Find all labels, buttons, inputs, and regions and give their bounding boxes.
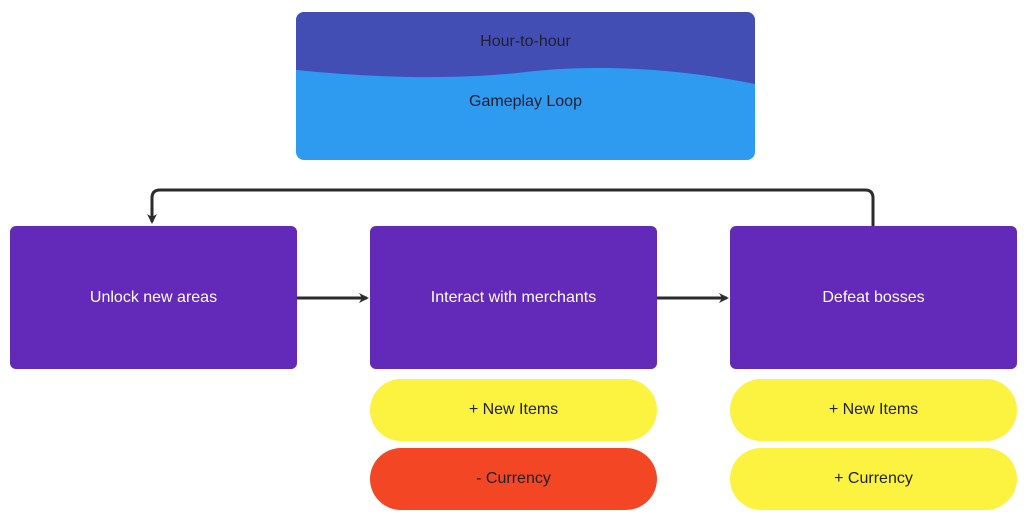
outcome-label: + Currency xyxy=(834,470,913,487)
step-label: Interact with merchants xyxy=(430,288,597,306)
title-wave-background xyxy=(296,12,755,84)
outcome-label: + New Items xyxy=(468,401,559,418)
merchants-outcome-currency: - Currency xyxy=(370,448,657,510)
title-line-1: Hour-to-hour xyxy=(480,33,571,50)
merchants-outcome-new-items: + New Items xyxy=(370,379,657,441)
title-line-2: Gameplay Loop xyxy=(469,93,582,110)
loop-title-card: Hour-to-hour Gameplay Loop xyxy=(296,12,755,160)
arrow-bosses-loop-back xyxy=(147,188,875,226)
step-defeat-bosses: Defeat bosses xyxy=(730,226,1017,369)
step-interact-with-merchants: Interact with merchants xyxy=(370,226,657,369)
outcome-label: - Currency xyxy=(476,470,551,487)
bosses-outcome-currency: + Currency xyxy=(730,448,1017,510)
step-label: Defeat bosses xyxy=(822,288,925,306)
outcome-label: + New Items xyxy=(828,401,919,418)
bosses-outcome-new-items: + New Items xyxy=(730,379,1017,441)
step-label: Unlock new areas xyxy=(89,288,218,306)
step-unlock-new-areas: Unlock new areas xyxy=(10,226,297,369)
